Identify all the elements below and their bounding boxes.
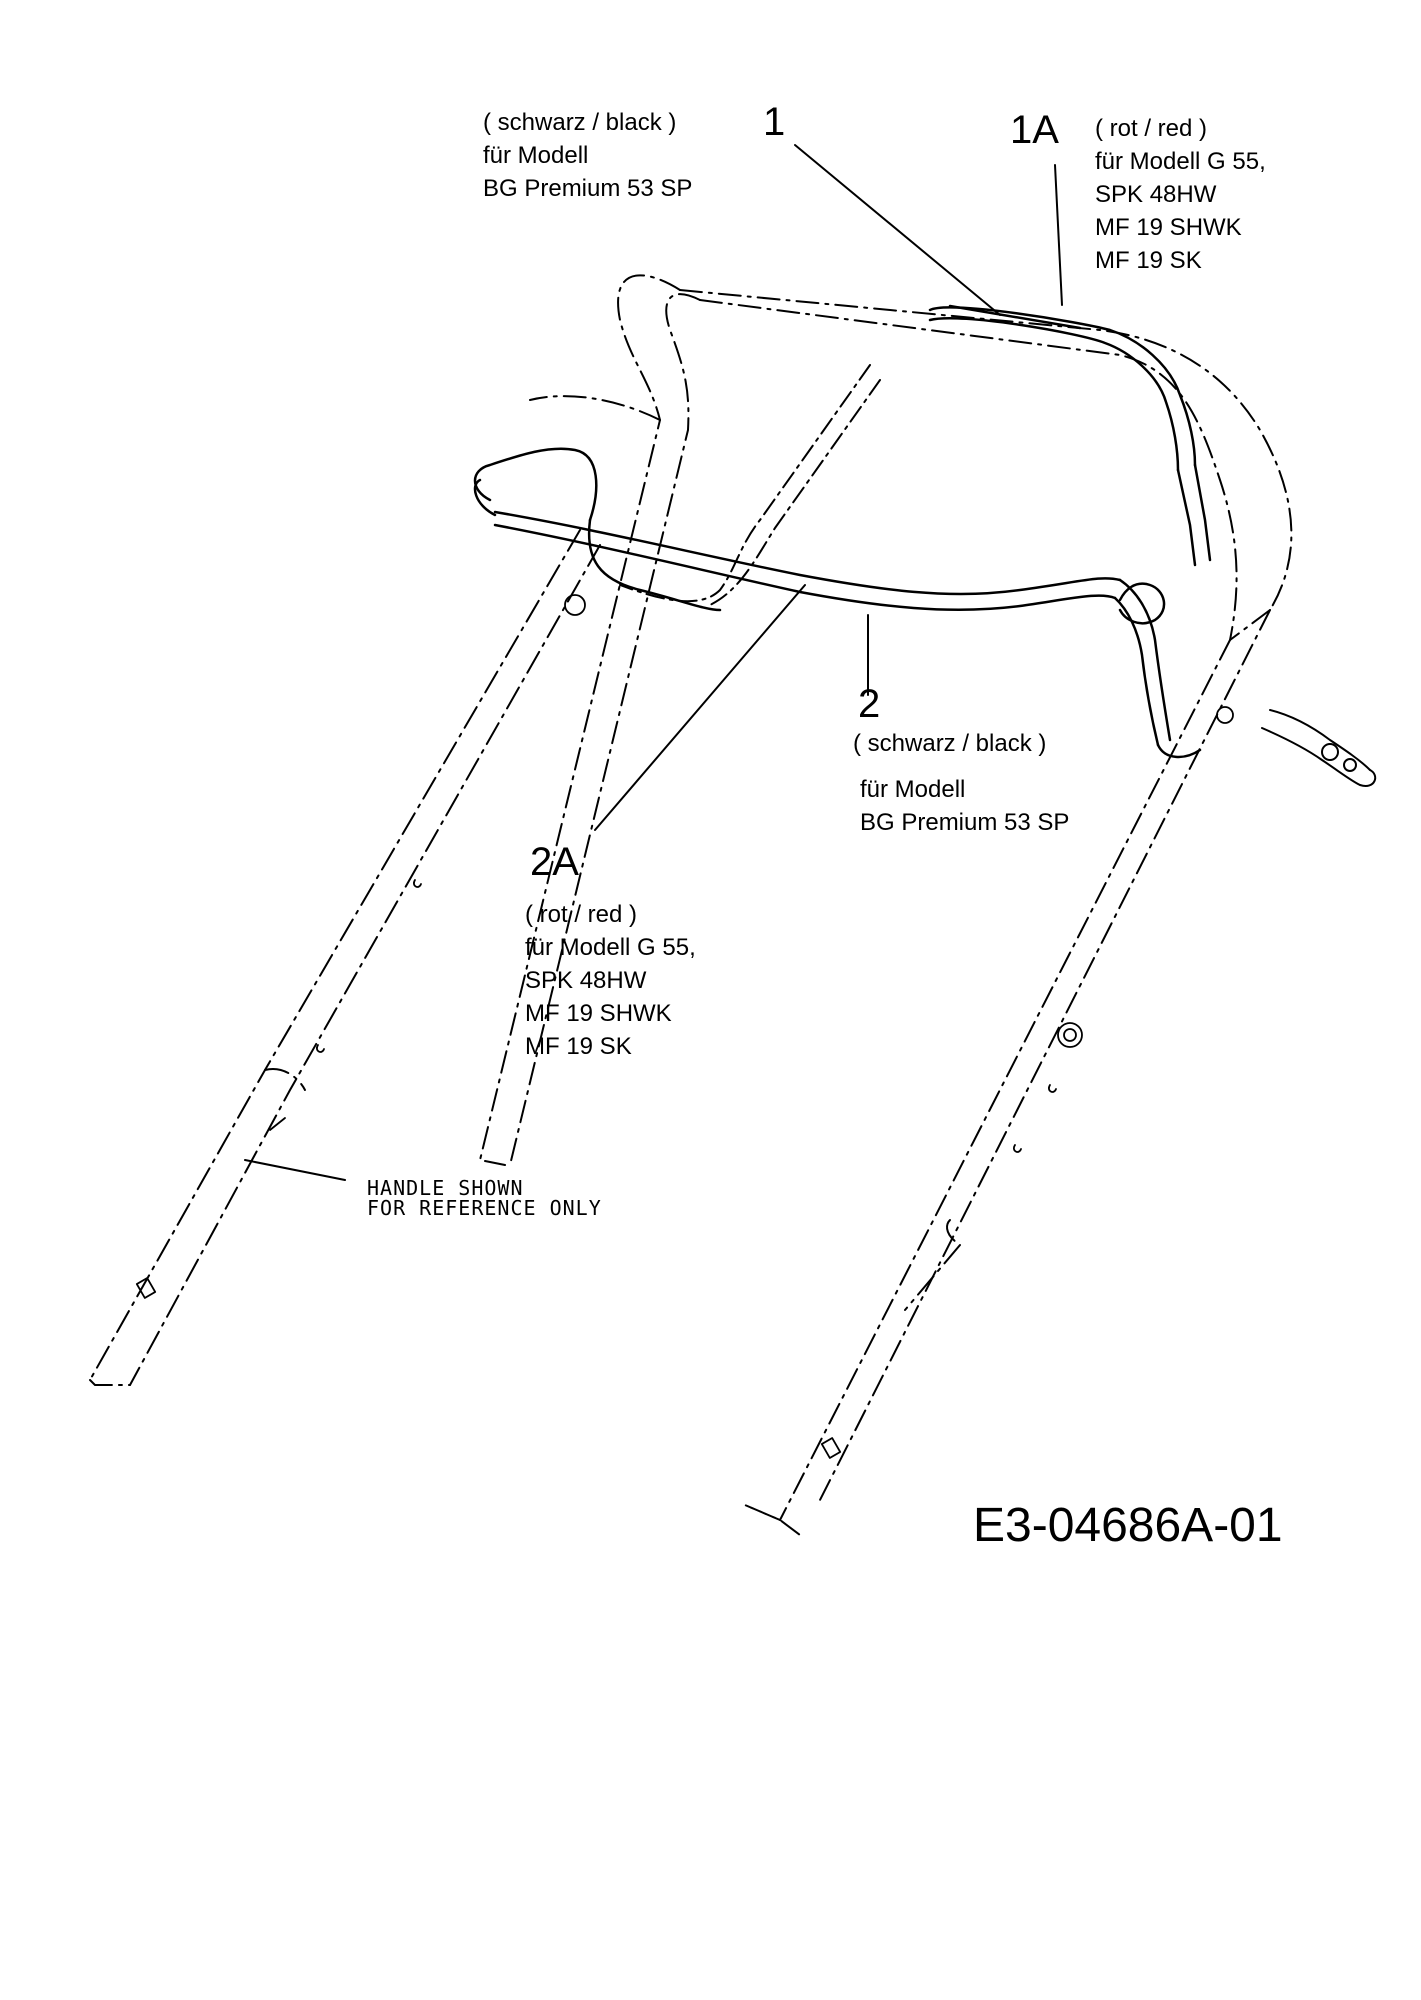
part-1-model-line: für Modell	[483, 142, 589, 169]
part-1a-model-line: für Modell G 55,	[1095, 148, 1266, 175]
brace-rod	[619, 364, 881, 606]
cable-end-fitting	[1261, 709, 1377, 787]
reference-note-line: HANDLE SHOWN	[367, 1176, 524, 1200]
part-1-color: ( schwarz / black )	[483, 109, 677, 136]
part-1-model-line: BG Premium 53 SP	[483, 175, 693, 202]
part-2-color: ( schwarz / black )	[853, 730, 1047, 757]
part-1-label: ( schwarz / black ) für Modell BG Premiu…	[483, 106, 692, 205]
part-2a-label: ( rot / red ) für Modell G 55, SPK 48HW …	[525, 898, 696, 1063]
part-2-number: 2	[858, 682, 881, 726]
part-1a-model-line: MF 19 SHWK	[1095, 214, 1242, 241]
part-2a-model-line: MF 19 SHWK	[525, 1000, 672, 1027]
upper-handle-reference	[479, 274, 1293, 1536]
part-2a-model-line: für Modell G 55,	[525, 934, 696, 961]
reference-note-line: FOR REFERENCE ONLY	[367, 1196, 602, 1220]
part-2a-color: ( rot / red )	[525, 901, 638, 928]
drive-bail-2	[473, 447, 1202, 759]
lower-handle-reference	[89, 529, 961, 1386]
reference-note: HANDLE SHOWN FOR REFERENCE ONLY	[367, 1178, 602, 1218]
drawing-code: E3-04686A-01	[973, 1499, 1283, 1552]
part-2a-model-line: MF 19 SK	[525, 1033, 632, 1060]
fastener-details	[135, 594, 1234, 1459]
part-2-model-line: BG Premium 53 SP	[860, 809, 1070, 836]
part-2a-model-line: SPK 48HW	[525, 967, 647, 994]
part-1a-model-line: MF 19 SK	[1095, 247, 1202, 274]
part-1a-color: ( rot / red )	[1095, 115, 1208, 142]
control-bail-1	[928, 304, 1212, 567]
part-2-model-line: für Modell	[860, 776, 966, 803]
part-2-models: für Modell BG Premium 53 SP	[860, 773, 1069, 839]
part-2a-number: 2A	[530, 840, 579, 884]
part-1-number: 1	[763, 100, 786, 144]
part-1a-number: 1A	[1010, 108, 1059, 152]
leader-lines	[244, 144, 1063, 1181]
part-1a-model-line: SPK 48HW	[1095, 181, 1217, 208]
part-1a-label: ( rot / red ) für Modell G 55, SPK 48HW …	[1095, 112, 1266, 277]
